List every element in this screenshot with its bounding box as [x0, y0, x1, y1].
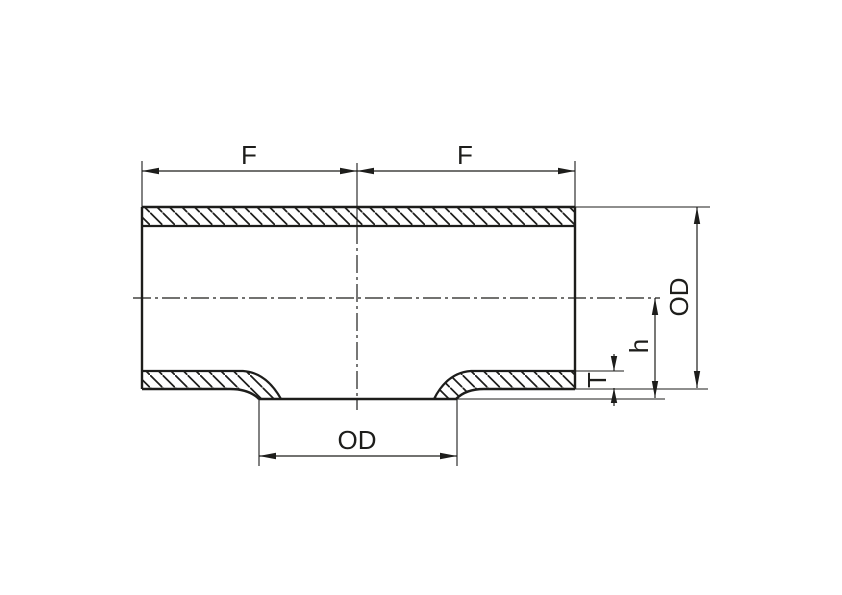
arrowhead	[610, 356, 618, 371]
section-hatching	[142, 207, 575, 399]
bottom-right-wall-hatch	[434, 371, 575, 399]
tee-body-outline	[140, 205, 577, 401]
arrowhead	[693, 371, 701, 388]
arrowhead	[440, 452, 457, 460]
dimension-f-right: F	[357, 140, 575, 175]
dimension-label-f-right: F	[457, 140, 473, 170]
arrowhead	[340, 167, 357, 175]
dimension-t: T	[582, 354, 618, 406]
bottom-inner-bore-right	[433, 369, 575, 400]
dimension-od-right: OD	[664, 207, 701, 388]
extension-lines	[141, 161, 710, 466]
top-wall-hatch	[142, 207, 575, 226]
arrowhead	[651, 298, 659, 315]
arrowhead	[142, 167, 159, 175]
dimension-label-f-left: F	[241, 140, 257, 170]
dimension-label-t: T	[582, 372, 612, 388]
bottom-left-wall-hatch	[142, 371, 281, 399]
bottom-outer-face-left	[142, 387, 260, 400]
arrowhead	[259, 452, 276, 460]
dimension-od-bottom: OD	[259, 425, 457, 460]
dimension-label-h: h	[624, 339, 654, 353]
arrowhead	[610, 388, 618, 403]
arrowhead	[357, 167, 374, 175]
dimension-label-od-right: OD	[664, 278, 694, 317]
bottom-outer-face-right	[455, 387, 575, 400]
centerlines	[133, 226, 660, 410]
arrowhead	[558, 167, 575, 175]
bottom-inner-bore-left	[142, 369, 282, 400]
dimension-label-od-bottom: OD	[338, 425, 377, 455]
arrowhead	[651, 381, 659, 398]
dimension-h: h	[624, 298, 659, 398]
arrowhead	[693, 207, 701, 224]
dimension-f-left: F	[142, 140, 357, 175]
